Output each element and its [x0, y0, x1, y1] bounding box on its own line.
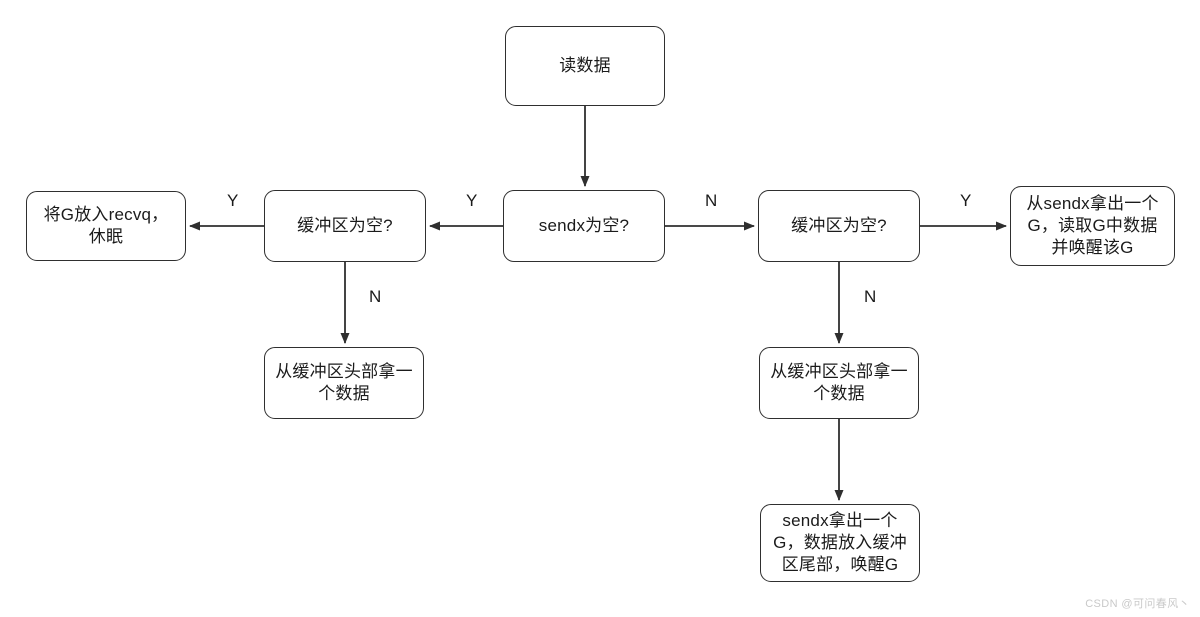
- csdn-watermark: CSDN @可问春风丶: [1085, 598, 1190, 610]
- node-take-g-from-sendx[interactable]: 从sendx拿出一个 G，读取G中数据 并唤醒该G: [1010, 186, 1175, 266]
- node-put-g-recvq-label: 将G放入recvq， 休眠: [43, 204, 169, 246]
- node-buffer-empty-right-label: 缓冲区为空?: [791, 215, 887, 235]
- edge-label-buffer-left-yes: Y: [227, 191, 239, 210]
- node-take-from-buffer-head-left[interactable]: 从缓冲区头部拿一 个数据: [264, 347, 424, 419]
- edge-label-buffer-right-no: N: [864, 287, 877, 306]
- node-take-g-from-sendx-label: 从sendx拿出一个 G，读取G中数据 并唤醒该G: [1026, 193, 1159, 258]
- node-put-g-recvq[interactable]: 将G放入recvq， 休眠: [26, 191, 186, 261]
- node-buffer-empty-left-label: 缓冲区为空?: [297, 215, 393, 235]
- node-take-from-buffer-head-left-label: 从缓冲区头部拿一 个数据: [275, 361, 413, 403]
- node-read-data-label: 读数据: [559, 55, 611, 75]
- node-take-from-buffer-head-right-label: 从缓冲区头部拿一 个数据: [770, 361, 908, 403]
- node-sendx-empty-label: sendx为空?: [538, 215, 630, 235]
- node-read-data[interactable]: 读数据: [505, 26, 665, 106]
- edge-label-buffer-right-yes: Y: [960, 191, 972, 210]
- node-sendx-take-g-enqueue[interactable]: sendx拿出一个 G，数据放入缓冲 区尾部，唤醒G: [760, 504, 920, 582]
- edge-label-sendx-no: N: [705, 191, 718, 210]
- edge-label-buffer-left-no: N: [369, 287, 382, 306]
- node-take-from-buffer-head-right[interactable]: 从缓冲区头部拿一 个数据: [759, 347, 919, 419]
- node-buffer-empty-left[interactable]: 缓冲区为空?: [264, 190, 426, 262]
- node-sendx-empty[interactable]: sendx为空?: [503, 190, 665, 262]
- node-sendx-take-g-enqueue-label: sendx拿出一个 G，数据放入缓冲 区尾部，唤醒G: [773, 510, 907, 575]
- edge-label-sendx-yes: Y: [466, 191, 478, 210]
- node-buffer-empty-right[interactable]: 缓冲区为空?: [758, 190, 920, 262]
